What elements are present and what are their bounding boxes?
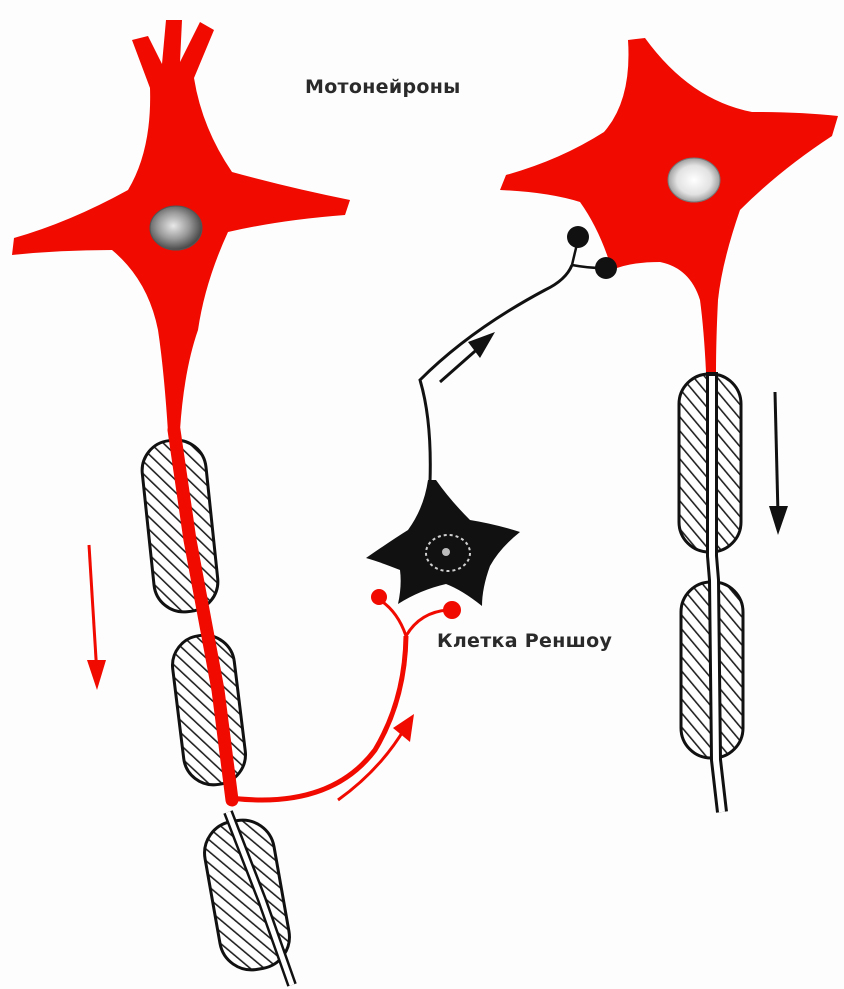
label-renshaw-cell: Клетка Реншоу [437,630,612,652]
collateral-terminal [443,601,461,619]
label-motoneurons: Мотонейроны [305,76,461,98]
axon-collateral [230,636,406,800]
renshaw-axon [420,265,572,482]
motoneuron-left-nucleus [150,206,202,250]
arrow-down-red [87,545,106,690]
renshaw-terminal [595,257,617,279]
motoneuron-left [12,20,461,985]
motoneuron-right-nucleus [668,158,720,202]
collateral-terminal [371,589,387,605]
motoneuron-right-soma [500,38,838,372]
renshaw-cell [366,226,617,606]
motoneuron-right [500,38,838,812]
renshaw-cell-body [366,480,520,606]
arrow-up-red [338,714,414,800]
collateral-branch [380,600,406,636]
renshaw-terminal [567,226,589,248]
renshaw-nucleolus [442,548,450,556]
arrow-down-black [769,392,788,535]
